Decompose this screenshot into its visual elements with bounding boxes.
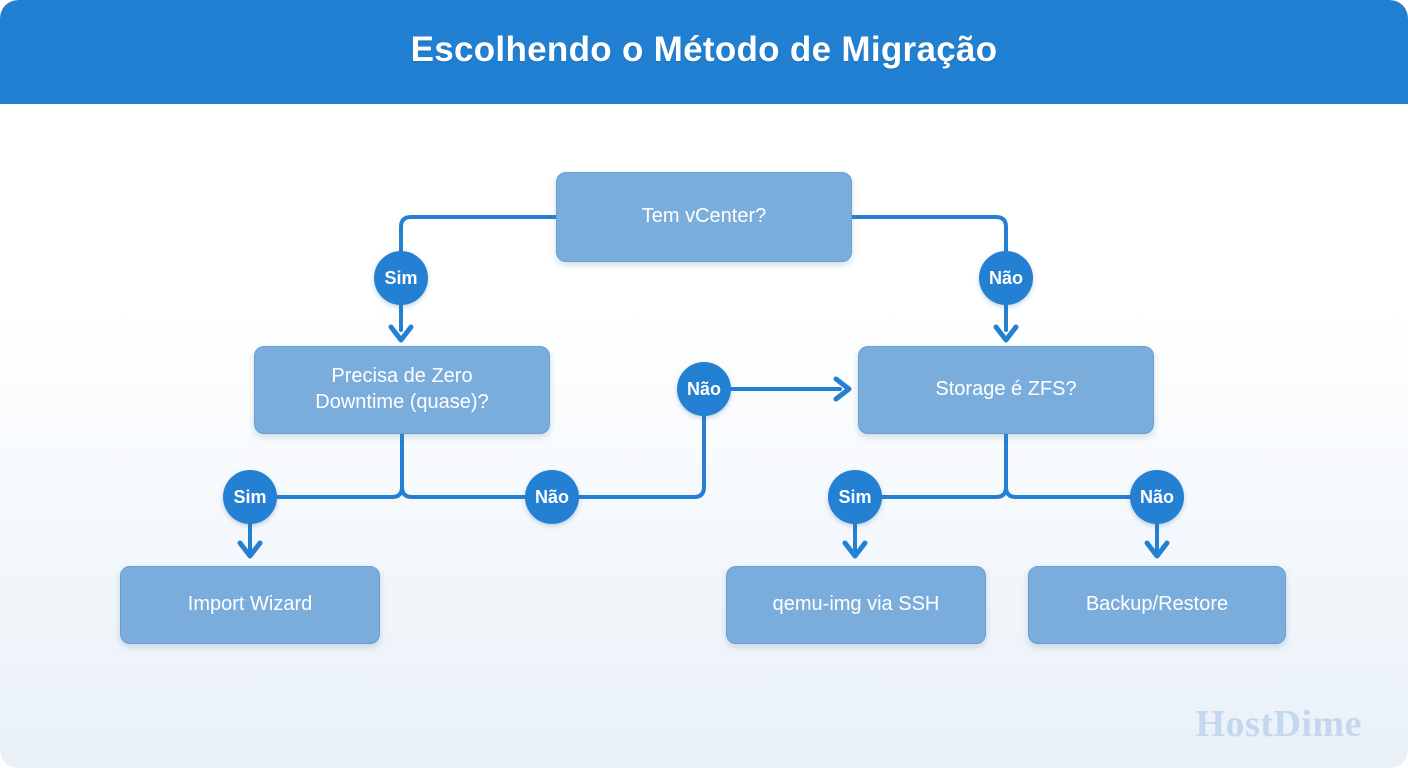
edge-label-zfs-sim: Sim [828, 470, 882, 524]
page-title: Escolhendo o Método de Migração [410, 30, 998, 69]
node-label: Backup/Restore [1085, 593, 1229, 616]
node-backup-restore[interactable]: Backup/Restore [1028, 566, 1286, 644]
node-label: Storage é ZFS? [935, 378, 1077, 401]
node-label: Tem vCenter? [641, 205, 767, 228]
edge-zfs-stem [863, 432, 1008, 499]
edge-downtime-stem [258, 432, 404, 499]
node-storage-e-zfs[interactable]: Storage é ZFS? [858, 346, 1154, 434]
edge-label-downtime-nao: Não [525, 470, 579, 524]
edge-label-vcenter-sim: Sim [374, 251, 428, 305]
node-import-wizard[interactable]: Import Wizard [120, 566, 380, 644]
edge-vcenter-to-downtime [399, 215, 558, 332]
arrowhead-to-backup [1144, 540, 1170, 559]
edge-label-zfs-nao: Não [1130, 470, 1184, 524]
header-banner: Escolhendo o Método de Migração [0, 0, 1408, 104]
edge-vcenter-to-zfs [850, 215, 1008, 332]
hostdime-logo: HostDime [1195, 703, 1362, 745]
node-label: Import Wizard [187, 593, 313, 616]
node-label-line1: Precisa de Zero [331, 365, 473, 388]
edge-label-vcenter-nao: Não [979, 251, 1033, 305]
arrowhead-to-zfs [993, 324, 1019, 343]
node-qemu-img-via-ssh[interactable]: qemu-img via SSH [726, 566, 986, 644]
edge-label-downtime-sim: Sim [223, 470, 277, 524]
edge-zfs-bus-right [1004, 432, 1149, 499]
arrowhead-to-import [237, 540, 263, 559]
node-tem-vcenter[interactable]: Tem vCenter? [556, 172, 852, 262]
node-label-line2: Downtime (quase)? [315, 391, 489, 413]
arrowhead-mid-nao-to-zfs [833, 376, 852, 402]
arrowhead-to-qemu [842, 540, 868, 559]
arrowhead-to-downtime [388, 324, 414, 343]
node-label: qemu-img via SSH [772, 593, 940, 616]
edge-label-downtime-nao-mid: Não [677, 362, 731, 416]
